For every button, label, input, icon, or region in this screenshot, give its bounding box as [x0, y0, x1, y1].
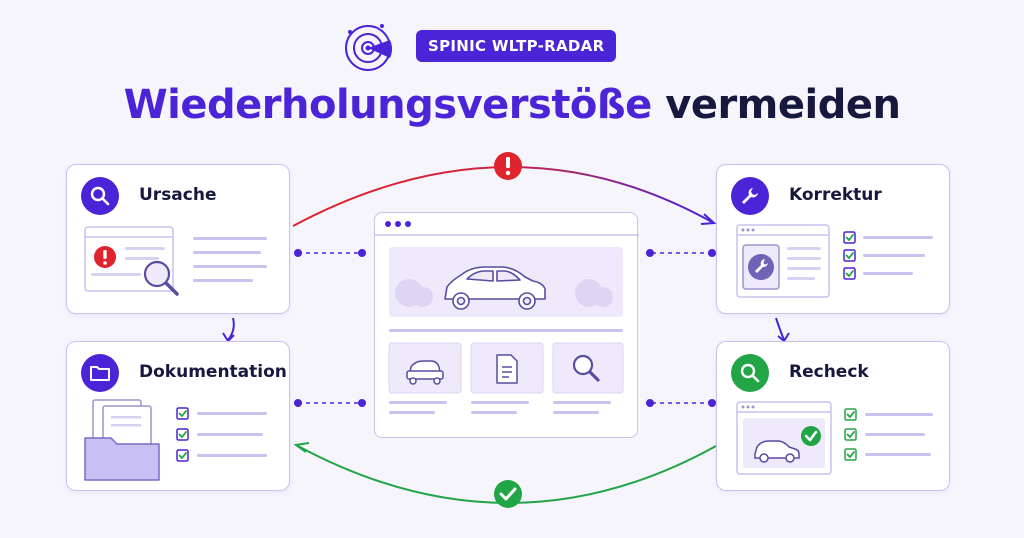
folder-icon [81, 354, 119, 392]
page-title: Wiederholungsverstöße vermeiden [0, 82, 1024, 128]
radar-logo-icon [345, 24, 392, 71]
car-tile-icon [406, 360, 444, 385]
card-recheck: Recheck [716, 341, 950, 491]
documents-folder-illustration [84, 399, 267, 481]
magnifier-tile-icon [572, 354, 600, 382]
card-korrektur: Korrektur [716, 164, 950, 314]
card-ursache: Ursache [66, 164, 290, 314]
card-title-ursache: Ursache [139, 185, 217, 205]
search-icon [81, 177, 119, 215]
central-hub-window [374, 212, 639, 438]
card-dokumentation: Dokumentation [66, 341, 290, 491]
correction-illustration [736, 224, 933, 298]
card-title-korrektur: Korrektur [789, 185, 882, 205]
card-title-recheck: Recheck [789, 362, 869, 382]
cause-illustration [84, 226, 267, 296]
hub-illustration [375, 221, 639, 414]
brand-badge: SPINIC WLTP-RADAR [416, 30, 617, 62]
document-tile-icon [496, 354, 518, 384]
recheck-illustration [736, 401, 933, 475]
title-accent: Wiederholungsverstöße [123, 82, 653, 128]
title-rest: vermeiden [665, 82, 901, 128]
check-search-icon [731, 354, 769, 392]
brand: SPINIC WLTP-RADAR [336, 18, 617, 74]
car-hero-icon [444, 266, 546, 310]
card-title-dokumentation: Dokumentation [139, 362, 287, 382]
wrench-icon [731, 177, 769, 215]
success-check-icon [494, 480, 522, 508]
down-arrow-left [227, 317, 235, 341]
warning-icon [494, 152, 522, 180]
down-arrow-right [775, 317, 785, 341]
